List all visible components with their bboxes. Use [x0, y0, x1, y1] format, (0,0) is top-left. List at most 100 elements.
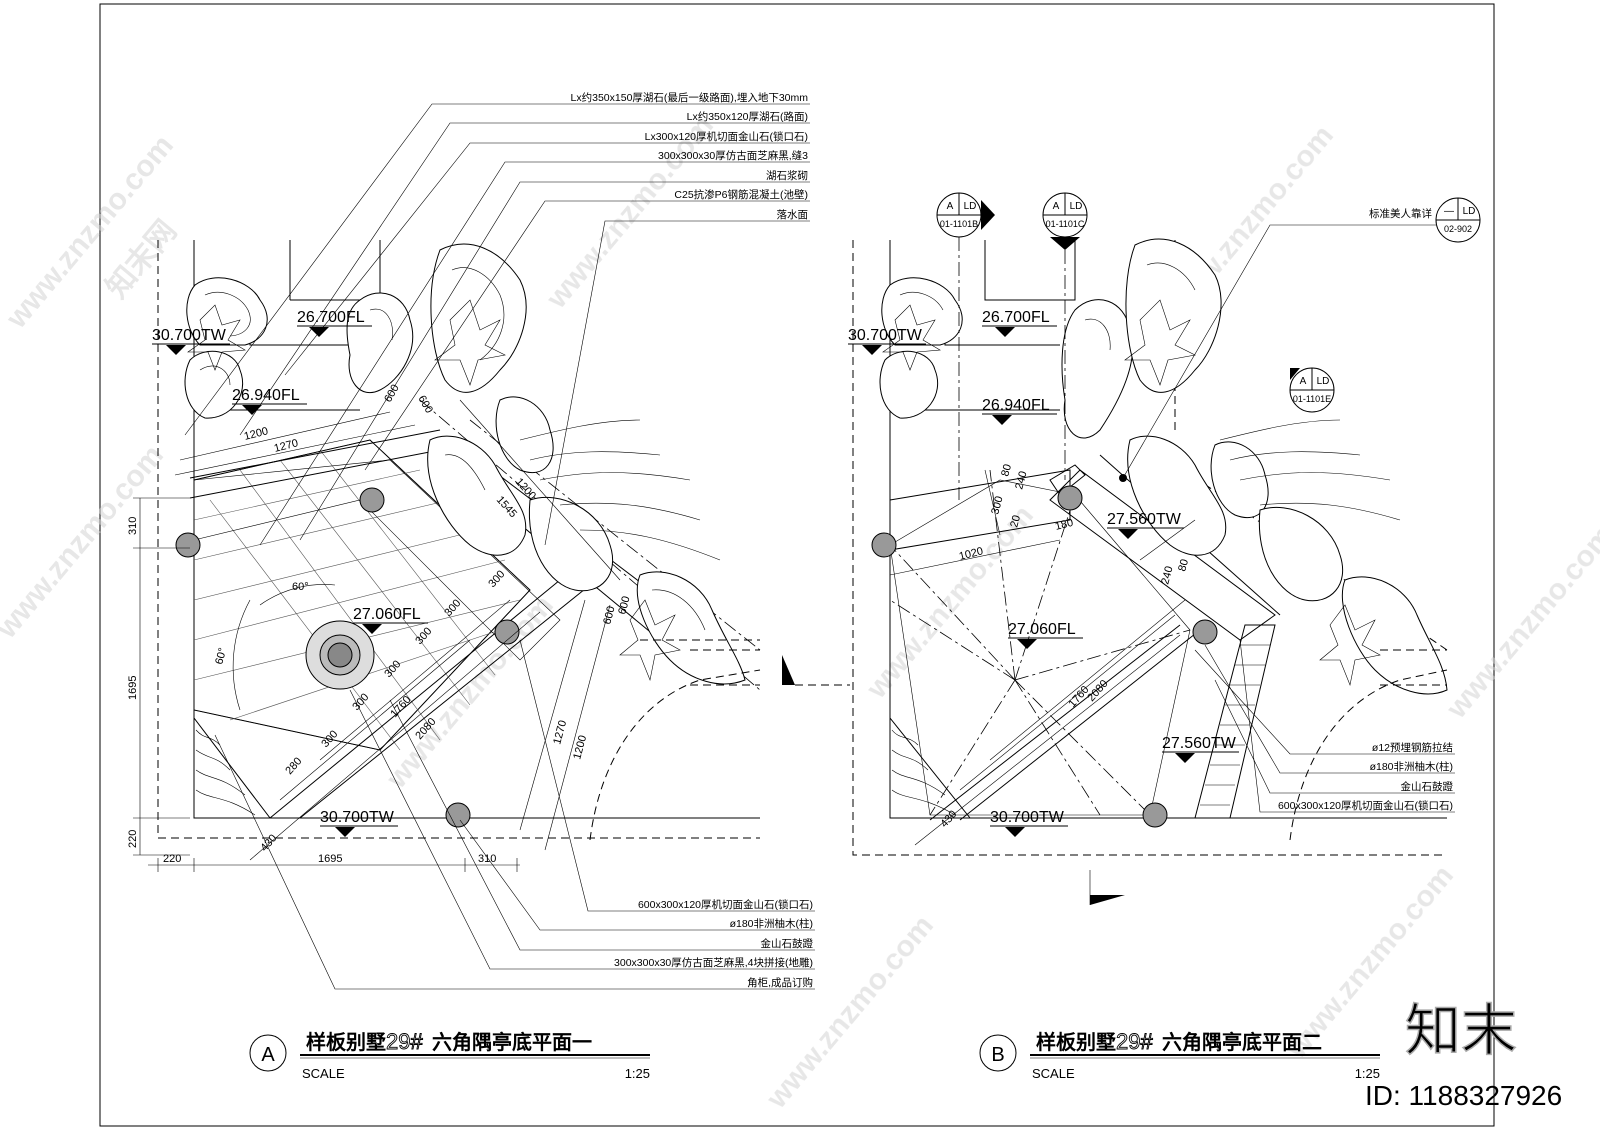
brand-logo: 知末: [1405, 999, 1517, 1062]
callout-labels-top: Lx约350x150厚湖石(最后一级路面),埋入地下30mm Lx约350x12…: [571, 91, 809, 221]
angle-label: 60°: [213, 647, 229, 666]
dim-label: 600: [601, 605, 617, 626]
dim-label: 1200: [571, 734, 589, 761]
dim-label: 1760: [388, 694, 413, 720]
dim-label: 310: [127, 517, 139, 535]
elevation-marker: 27.060FL: [353, 606, 428, 634]
elevation-marker: 30.700TW: [152, 327, 230, 355]
ref-tag-text: 01-1101E: [1293, 394, 1331, 404]
dim-label: 310: [478, 853, 496, 865]
watermark-text: www.znzmo.com: [1439, 519, 1600, 725]
elevation-label: 26.700FL: [982, 309, 1050, 326]
dim-label: 430: [258, 832, 279, 854]
dim-label: 600: [415, 394, 435, 416]
callout-label: Lx约350x120厚湖石(路面): [687, 110, 808, 123]
dim-label: 1200: [243, 425, 270, 443]
callout-label: ø12预埋钢筋拉结: [1372, 741, 1453, 754]
angle-label: 60°: [292, 581, 309, 593]
scale-value: 1:25: [1355, 1066, 1380, 1081]
dimension-lines: [133, 399, 621, 872]
leader-lines-right: [1194, 639, 1455, 813]
callout-label: 落水面: [777, 209, 809, 221]
elevation-marker: 26.940FL: [982, 397, 1057, 425]
leader-lines-bottom: [214, 639, 815, 990]
callout-label: 角柜,成品订购: [747, 976, 813, 989]
callout-label: 300x300x30厚仿古面芝麻黑,4块拼接(地雕): [614, 956, 813, 969]
dim-label: 240: [1013, 470, 1029, 491]
elevation-label: 30.700TW: [848, 327, 923, 344]
elevation-label: 27.560TW: [1162, 735, 1237, 752]
elevation-label: 27.060FL: [1008, 621, 1076, 638]
title-rest: 六角隅亭底平面一: [432, 1030, 592, 1054]
detail-ref-tag: A LD 01-1101B: [936, 192, 995, 238]
dim-label: 1695: [127, 676, 139, 700]
callout-label: Lx300x120厚机切面金山石(锁口石): [645, 130, 808, 143]
detail-reference-tags: A LD 01-1101B A LD 01-1101C A LD 01-: [936, 192, 1481, 500]
elevation-label: 26.940FL: [982, 397, 1050, 414]
title-name: 样板别墅: [1036, 1030, 1116, 1054]
title-number: 29#: [1116, 1029, 1153, 1054]
ref-tag-text: A: [947, 201, 954, 212]
title-block-b: B 样板别墅 29# 六角隅亭底平面二 SCALE 1:25: [979, 1029, 1380, 1081]
title-name: 样板别墅: [306, 1030, 386, 1054]
ref-tag-text: LD: [964, 201, 977, 212]
callout-label: Lx约350x150厚湖石(最后一级路面),埋入地下30mm: [571, 91, 809, 104]
plan-a: 1200 1270 600 600 1200 1545 300 300 300 …: [127, 91, 815, 1081]
title-rest: 六角隅亭底平面二: [1162, 1030, 1322, 1054]
elevation-label: 30.700TW: [320, 809, 395, 826]
plan-b: 80 240 300 20 180 1020 240 80 1760 2080 …: [848, 192, 1481, 1081]
leader-lines-top: [184, 103, 810, 546]
dim-label: 1695: [318, 853, 342, 865]
dimension-lines-b: [889, 469, 1196, 846]
title-letter: B: [991, 1044, 1004, 1066]
title-number: 29#: [386, 1029, 423, 1054]
callout-labels-right: ø12预埋钢筋拉结 ø180非洲柚木(柱) 金山石鼓蹬 600x300x120厚…: [1278, 741, 1454, 812]
detail-ref-tag: A LD 01-1101C: [1042, 192, 1088, 250]
dimension-labels-b: 80 240 300 20 180 1020 240 80 1760 2080 …: [938, 463, 1191, 830]
ref-tag-text: 02-902: [1444, 224, 1472, 234]
dim-label: 300: [382, 658, 403, 680]
dim-label: 80: [1176, 558, 1191, 573]
dim-label: 300: [413, 625, 434, 647]
dim-label: 80: [999, 463, 1014, 478]
elevation-label: 27.560TW: [1107, 511, 1182, 528]
ref-tag-text: 01-1101B: [940, 219, 978, 229]
dim-label: 300: [319, 728, 340, 750]
column-posts-b: [871, 474, 1218, 828]
ref-tag-text: LD: [1317, 376, 1330, 387]
elevation-markers: 26.700FL 30.700TW 26.940FL 27.060FL 30.7: [152, 309, 428, 837]
detail-ref-tag: — LD 02-902: [1435, 197, 1481, 243]
column-posts: [175, 487, 520, 828]
elevation-label: 27.060FL: [353, 606, 421, 623]
detail-ref-tag: A LD 01-1101E: [1289, 367, 1335, 413]
elevation-marker: 30.700TW: [320, 809, 398, 837]
dim-label: 240: [1159, 565, 1175, 586]
dim-label: 280: [283, 755, 304, 777]
elevation-marker: 27.060FL: [1008, 621, 1083, 649]
elevation-marker: 26.940FL: [232, 387, 307, 415]
callout-label: ø180非洲柚木(柱): [1370, 760, 1453, 773]
ref-tag-text: A: [1300, 376, 1307, 387]
callout-label: 湖石浆砌: [766, 169, 808, 182]
title-letter: A: [261, 1044, 275, 1066]
rockwork-b: [879, 238, 1448, 695]
dim-label: 220: [163, 853, 181, 865]
brand-watermark: 知末 ID: 1188327926: [1365, 998, 1562, 1111]
sheet-border: [99, 3, 1495, 1127]
elevation-markers-b: 26.700FL 30.700TW 26.940FL 27.560TW 27.0: [848, 309, 1239, 837]
title-block-a: A 样板别墅 29# 六角隅亭底平面一 SCALE 1:25: [249, 1029, 650, 1081]
ref-tag-text: —: [1444, 206, 1454, 217]
elevation-label: 30.700TW: [152, 327, 227, 344]
elevation-label: 26.940FL: [232, 387, 300, 404]
scale-label: SCALE: [302, 1066, 345, 1081]
dim-label: 20: [1008, 514, 1023, 529]
scale-value: 1:25: [625, 1066, 650, 1081]
callout-label: 金山石鼓蹬: [761, 937, 814, 950]
elevation-marker: 26.700FL: [982, 309, 1057, 337]
dim-label: 1270: [273, 437, 300, 455]
ref-tag-text: 01-1101C: [1046, 219, 1085, 229]
dim-label: 300: [989, 495, 1005, 516]
callout-label: ø180非洲柚木(柱): [730, 917, 813, 930]
elevation-marker: 30.700TW: [990, 809, 1068, 837]
